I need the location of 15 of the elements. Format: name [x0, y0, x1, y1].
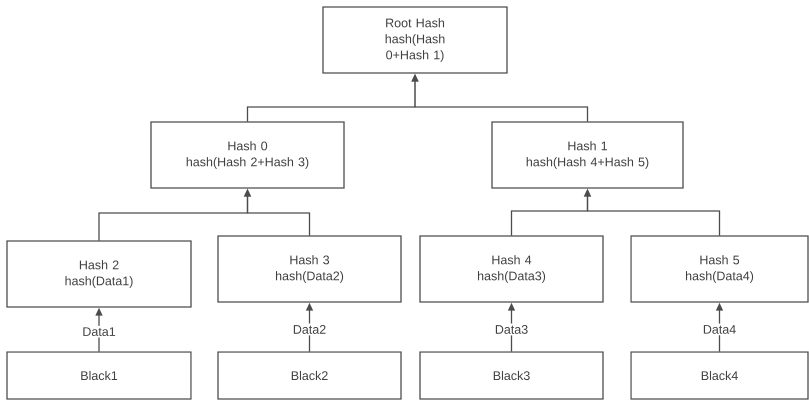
edge-label: Data2: [291, 324, 328, 336]
edge-label: Data1: [80, 326, 118, 338]
data-block-box: Black3: [419, 351, 604, 400]
hash-box: Hash 2 hash(Data1): [6, 240, 192, 308]
edge-label: Data3: [493, 324, 530, 336]
hash-box: Hash 0 hash(Hash 2+Hash 3): [150, 121, 345, 189]
edge-label: Data4: [701, 324, 738, 336]
hash-box: Hash 3 hash(Data2): [217, 235, 402, 303]
hash-box: Hash 1 hash(Hash 4+Hash 5): [491, 121, 684, 189]
hash-box: Root Hash hash(Hash 0+Hash 1): [322, 6, 508, 74]
data-block-box: Black4: [630, 351, 809, 400]
hash-box: Hash 4 hash(Data3): [419, 235, 604, 303]
data-block-box: Black1: [6, 351, 192, 400]
hash-box: Hash 5 hash(Data4): [630, 235, 809, 303]
data-block-box: Black2: [217, 351, 402, 400]
